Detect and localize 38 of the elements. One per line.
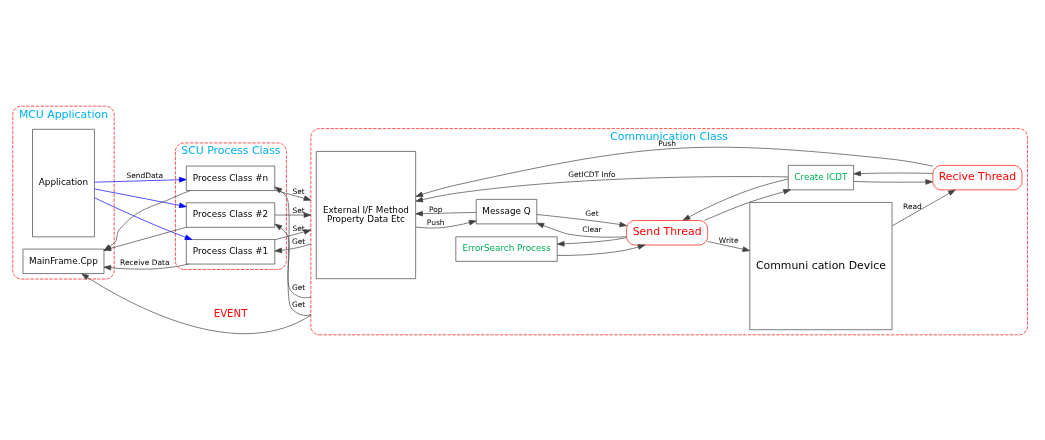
node-box: External I/F Method Property Data Etc	[315, 150, 416, 279]
node-box: Message Q	[475, 198, 538, 224]
arrow	[415, 175, 789, 202]
arrow	[557, 236, 627, 246]
arrow	[274, 211, 312, 218]
node-box: Application	[32, 128, 95, 237]
arrow	[103, 263, 189, 270]
node-box: Process Class #2	[185, 201, 276, 228]
arrow	[536, 213, 627, 227]
arrow	[853, 178, 933, 185]
node-box: Create ICDT	[787, 164, 854, 190]
arrow	[94, 196, 193, 240]
arrow	[682, 178, 789, 221]
arrow	[536, 222, 627, 238]
arrow	[704, 188, 791, 221]
node-box: Communi cation Device	[749, 201, 893, 330]
node-box: ErrorSearch Process	[455, 236, 558, 262]
arrow	[557, 243, 646, 256]
arrow	[94, 176, 187, 183]
node-box: Send Thread	[626, 219, 708, 245]
arrow	[853, 170, 933, 176]
arrow	[81, 272, 312, 334]
edge-label: EVENT	[213, 307, 248, 319]
arrow	[415, 146, 934, 197]
arrow	[274, 228, 312, 240]
arrow	[274, 189, 312, 201]
arrow	[274, 223, 312, 298]
node-box: Process Class #1	[185, 238, 276, 264]
arrow	[415, 219, 477, 228]
arrow	[94, 188, 187, 208]
node-box: Process Class #n	[185, 165, 276, 191]
arrow	[274, 186, 312, 316]
node-box: MainFrame.Cpp	[22, 248, 105, 274]
arrow	[415, 210, 477, 216]
node-box: Recive Thread	[932, 164, 1023, 190]
arrow	[274, 243, 312, 253]
arrow	[891, 189, 956, 226]
arrow	[707, 240, 750, 252]
